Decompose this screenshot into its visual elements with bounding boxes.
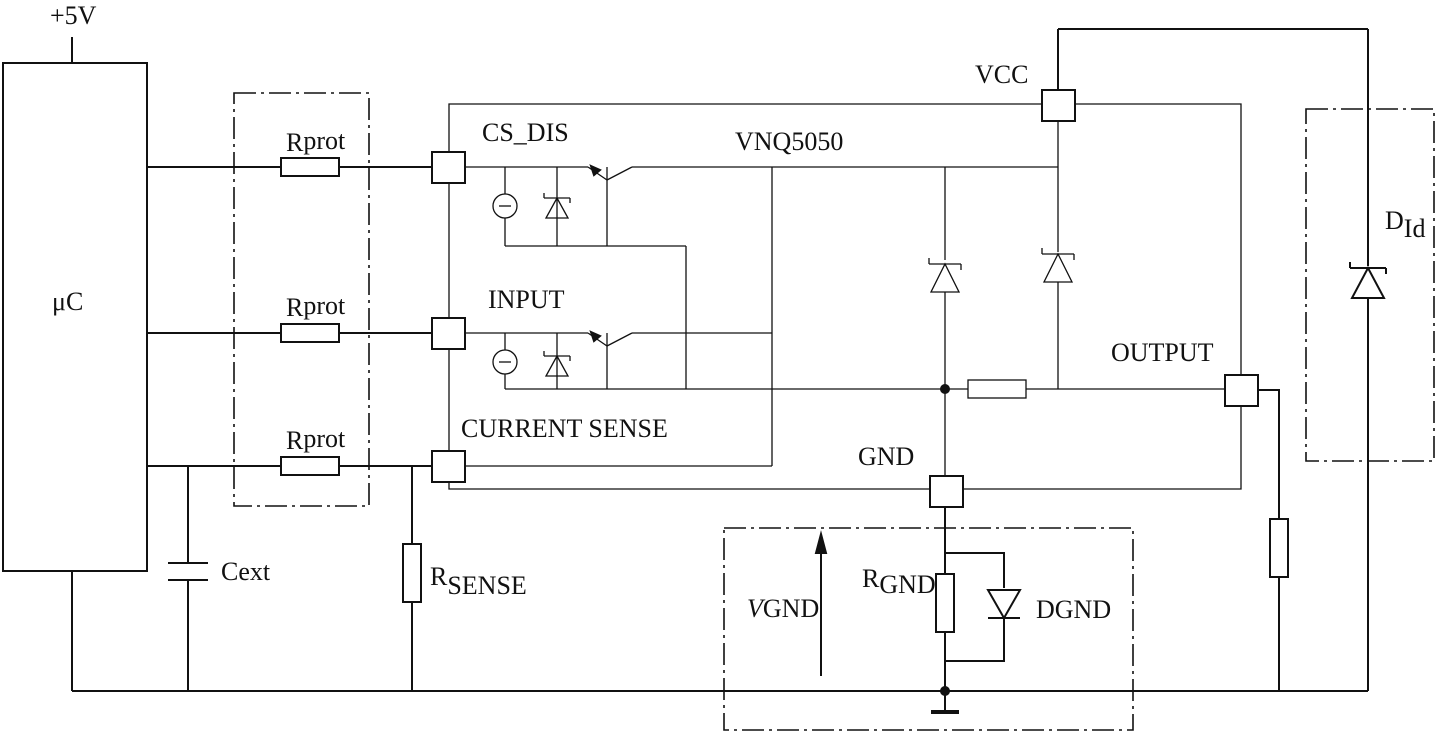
svg-text:Rprot: Rprot xyxy=(286,424,346,455)
signal-wires xyxy=(147,166,432,467)
pin-label-cs-dis: CS_DIS xyxy=(482,118,569,147)
cext-sub: ext xyxy=(238,557,271,586)
svg-text:DId: DId xyxy=(1385,206,1425,243)
resistor-rprot-2: Rprot xyxy=(280,291,346,343)
dgnd-sub: GND xyxy=(1055,595,1111,624)
capacitor-cext: Cext xyxy=(168,466,271,691)
rprot-2-sub: prot xyxy=(303,291,346,320)
rprot-2-main: R xyxy=(286,293,304,322)
gnd-network: VGND RGND DGND xyxy=(747,507,1111,714)
microcontroller: μC xyxy=(2,62,148,572)
rgnd-main: R xyxy=(862,564,880,593)
dgnd-main: D xyxy=(1036,595,1055,624)
microcontroller-box xyxy=(2,62,148,572)
svg-text:VGND: VGND xyxy=(747,594,819,623)
resistor-rprot-3: Rprot xyxy=(280,424,346,476)
rsense-main: R xyxy=(430,562,448,591)
resistor-rgnd xyxy=(935,573,955,633)
pin-label-current-sense: CURRENT SENSE xyxy=(461,414,668,443)
pin-vcc xyxy=(1041,89,1076,122)
pin-label-gnd: GND xyxy=(858,442,914,471)
did-main: D xyxy=(1385,206,1404,235)
svg-text:RGND: RGND xyxy=(862,564,936,599)
vgnd-sub: GND xyxy=(763,594,819,623)
internal-circuit xyxy=(465,120,1225,478)
resistor-rsense: RSENSE xyxy=(402,466,527,691)
gnd-network-enclosure xyxy=(723,527,1134,731)
did-sub: Id xyxy=(1404,214,1426,243)
microcontroller-label: μC xyxy=(52,287,83,316)
svg-text:RSENSE: RSENSE xyxy=(430,562,527,600)
svg-text:Rprot: Rprot xyxy=(286,291,346,322)
svg-text:Rprot: Rprot xyxy=(286,126,346,157)
pin-output xyxy=(1224,374,1259,407)
rgnd-sub: GND xyxy=(879,570,935,599)
pin-label-input: INPUT xyxy=(488,285,565,314)
diode-did: DId xyxy=(1349,206,1425,299)
diode-dgnd xyxy=(986,589,1022,621)
vgnd-main: V xyxy=(747,594,766,623)
pin-label-vcc: VCC xyxy=(975,60,1028,89)
cext-main: C xyxy=(221,557,238,586)
chip-outline: VNQ5050 xyxy=(448,103,1242,490)
rsense-sub: SENSE xyxy=(447,571,526,600)
vcc-supply-loop xyxy=(1057,28,1369,691)
output-load xyxy=(1258,389,1289,691)
pin-gnd xyxy=(929,475,964,508)
rprot-enclosure xyxy=(233,92,370,507)
rprot-1-main: R xyxy=(286,128,304,157)
pin-input xyxy=(431,317,466,350)
pin-label-output: OUTPUT xyxy=(1111,338,1214,367)
resistor-rprot-1: Rprot xyxy=(280,126,346,177)
rprot-3-main: R xyxy=(286,426,304,455)
rprot-3-sub: prot xyxy=(303,424,346,453)
pin-current-sense xyxy=(431,450,466,483)
supply-label: +5V xyxy=(50,1,97,30)
pin-cs-dis xyxy=(431,151,466,184)
svg-text:DGND: DGND xyxy=(1036,595,1111,624)
svg-text:Cext: Cext xyxy=(221,557,271,586)
chip-label: VNQ5050 xyxy=(735,127,843,156)
ground-bus xyxy=(71,571,1368,692)
supply-5v: +5V xyxy=(50,1,97,63)
rprot-1-sub: prot xyxy=(303,126,346,155)
did-enclosure xyxy=(1305,108,1435,462)
